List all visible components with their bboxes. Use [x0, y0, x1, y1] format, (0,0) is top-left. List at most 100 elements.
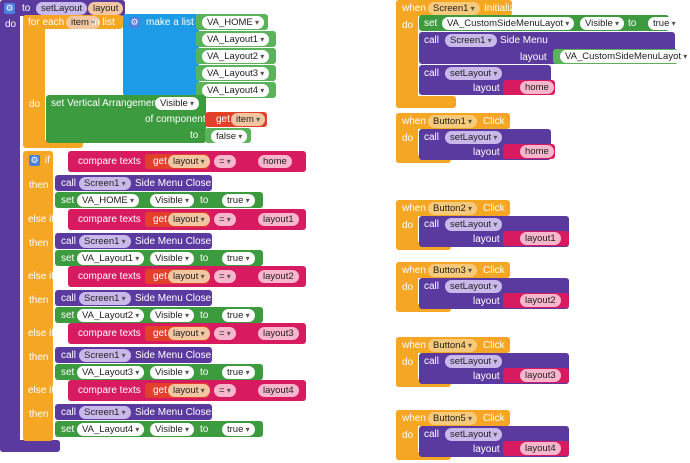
- get-layout-var[interactable]: layout: [168, 327, 210, 340]
- list-item[interactable]: VA_Layout1: [202, 33, 270, 46]
- false-value[interactable]: false: [211, 130, 248, 143]
- list-item[interactable]: VA_HOME: [202, 16, 265, 29]
- then-label: then: [29, 352, 49, 363]
- get-layout-var[interactable]: layout: [168, 155, 210, 168]
- visible-dropdown[interactable]: Visible: [150, 366, 195, 379]
- visible-dropdown[interactable]: Visible: [150, 252, 195, 265]
- button-click-spine: [396, 113, 418, 163]
- layout-label: layout: [473, 371, 500, 382]
- layout-label: layout: [473, 234, 500, 245]
- text-literal[interactable]: layout2: [520, 294, 561, 307]
- set-label: set: [61, 195, 75, 206]
- gear-icon[interactable]: ⚙: [4, 3, 15, 14]
- true-value[interactable]: true: [222, 194, 255, 207]
- proc-name-field[interactable]: setLayout: [36, 2, 88, 15]
- layout-label: layout: [473, 296, 500, 307]
- setlayout-dropdown[interactable]: setLayout: [445, 280, 503, 293]
- true-value[interactable]: true: [222, 252, 255, 265]
- home-text[interactable]: home: [520, 81, 554, 94]
- button-click-spine: [396, 200, 418, 250]
- screen-dropdown[interactable]: Screen1: [79, 292, 131, 305]
- text-literal[interactable]: layout4: [520, 442, 561, 455]
- then-label: then: [29, 295, 49, 306]
- proc-param[interactable]: layout: [88, 2, 124, 15]
- get-layout-var[interactable]: layout: [168, 384, 210, 397]
- to-label: to: [200, 310, 209, 321]
- compare-op-dropdown[interactable]: =: [214, 155, 236, 168]
- text-literal[interactable]: layout2: [258, 270, 299, 283]
- va-dropdown[interactable]: VA_HOME: [77, 194, 140, 207]
- true-value[interactable]: true: [648, 17, 681, 30]
- true-value[interactable]: true: [222, 309, 255, 322]
- compare-op-dropdown[interactable]: =: [214, 384, 236, 397]
- text-literal[interactable]: layout4: [258, 384, 299, 397]
- setlayout-dropdown[interactable]: setLayout: [445, 131, 503, 144]
- visible-dropdown[interactable]: Visible: [580, 17, 625, 30]
- text-literal[interactable]: layout3: [520, 369, 561, 382]
- set-vert-label: set Vertical Arrangement.: [51, 98, 163, 109]
- get-item-var[interactable]: item: [231, 113, 266, 126]
- call-label: call: [424, 68, 440, 79]
- click-label: Click: [483, 203, 505, 214]
- setlayout-dropdown[interactable]: setLayout: [445, 218, 503, 231]
- compare-op-dropdown[interactable]: =: [214, 270, 236, 283]
- va-dropdown[interactable]: VA_Layout2: [77, 309, 145, 322]
- get-layout-var[interactable]: layout: [168, 213, 210, 226]
- va-dropdown[interactable]: VA_Layout4: [77, 423, 145, 436]
- foreach-spine: [23, 15, 45, 147]
- setlayout-dropdown[interactable]: setLayout: [445, 428, 503, 441]
- get-layout-var[interactable]: layout: [168, 270, 210, 283]
- visible-dropdown[interactable]: Visible: [150, 309, 195, 322]
- text-literal[interactable]: home: [520, 145, 554, 158]
- text-literal[interactable]: layout1: [520, 232, 561, 245]
- button-dropdown[interactable]: Button4: [428, 339, 477, 352]
- button-click-spine: [396, 410, 418, 460]
- va-custom-getter[interactable]: VA_CustomSideMenuLayot: [560, 50, 690, 63]
- list-item[interactable]: VA_Layout3: [202, 67, 270, 80]
- screen-dropdown[interactable]: Screen1: [428, 2, 480, 15]
- compare-op-dropdown[interactable]: =: [214, 327, 236, 340]
- screen-dropdown[interactable]: Screen1: [445, 34, 497, 47]
- list-item[interactable]: VA_Layout4: [202, 84, 270, 97]
- visible-dropdown[interactable]: Visible: [150, 194, 195, 207]
- gear-icon[interactable]: ⚙: [29, 155, 40, 166]
- button-dropdown[interactable]: Button1: [428, 115, 477, 128]
- compare-texts-label: compare texts: [78, 328, 141, 339]
- text-literal[interactable]: home: [258, 155, 292, 168]
- button-dropdown[interactable]: Button2: [428, 202, 477, 215]
- gear-icon[interactable]: ⚙: [129, 17, 140, 28]
- visible-prop-dropdown[interactable]: Visible: [155, 97, 200, 110]
- setlayout-dropdown[interactable]: setLayout: [445, 355, 503, 368]
- button-dropdown[interactable]: Button5: [428, 412, 477, 425]
- foreach-var[interactable]: item: [66, 16, 101, 29]
- when-label: when: [402, 203, 426, 214]
- text-literal[interactable]: layout1: [258, 213, 299, 226]
- side-menu-close-label: Side Menu Close: [135, 407, 212, 418]
- screen-dropdown[interactable]: Screen1: [79, 235, 131, 248]
- button-dropdown[interactable]: Button3: [428, 264, 477, 277]
- va-custom-dropdown[interactable]: VA_CustomSideMenuLayot: [442, 17, 575, 30]
- if-label: if: [45, 155, 50, 166]
- call-label: call: [61, 236, 77, 247]
- screen-dropdown[interactable]: Screen1: [79, 177, 131, 190]
- va-dropdown[interactable]: VA_Layout3: [77, 366, 145, 379]
- if-block[interactable]: [23, 151, 53, 441]
- call-label: call: [61, 350, 77, 361]
- compare-op-dropdown[interactable]: =: [214, 213, 236, 226]
- visible-dropdown[interactable]: Visible: [150, 423, 195, 436]
- get-label: get: [153, 214, 167, 225]
- true-value[interactable]: true: [222, 366, 255, 379]
- true-value[interactable]: true: [222, 423, 255, 436]
- when-label: when: [402, 265, 426, 276]
- setlayout-dropdown[interactable]: setLayout: [445, 67, 503, 80]
- list-item[interactable]: VA_Layout2: [202, 50, 270, 63]
- screen-dropdown[interactable]: Screen1: [79, 406, 131, 419]
- foreach-label: for each: [28, 17, 65, 28]
- va-dropdown[interactable]: VA_Layout1: [77, 252, 145, 265]
- set-label: set: [61, 253, 75, 264]
- foreach-inlist-label: in list: [92, 17, 115, 28]
- to-label: to: [200, 253, 209, 264]
- screen-dropdown[interactable]: Screen1: [79, 349, 131, 362]
- text-literal[interactable]: layout3: [258, 327, 299, 340]
- else-if-label: else if: [28, 271, 55, 282]
